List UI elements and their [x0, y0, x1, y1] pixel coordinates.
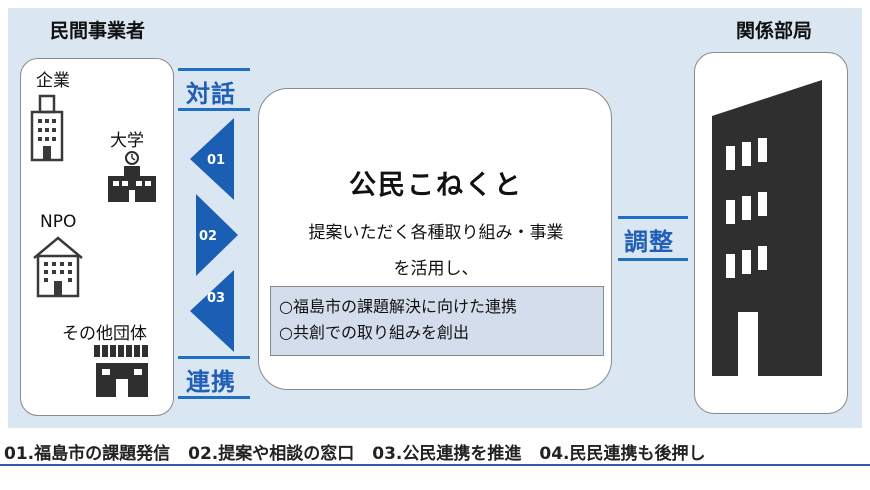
cooperation-word: 連携	[186, 368, 236, 396]
footer-item-3: 03.公民連携を推進	[372, 444, 522, 464]
step-02-label: 02	[199, 229, 217, 244]
house-building-icon	[33, 236, 83, 298]
bullet-1: ○福島市の課題解決に向けた連携	[279, 297, 517, 316]
center-line-1: 提案いただく各種取り組み・事業	[308, 223, 564, 243]
cooperation-under-rule	[178, 396, 250, 399]
footer-steps: 01.福島市の課題発信 02.提案や相談の窓口 03.公民連携を推進 04.民民連携も…	[4, 439, 724, 464]
footer-item-1: 01.福島市の課題発信	[4, 444, 171, 464]
dialogue-top-rule	[178, 68, 250, 71]
office-building-icon	[30, 94, 64, 162]
coordination-word: 調整	[624, 228, 674, 256]
center-line-2: を活用し、	[393, 259, 479, 279]
school-building-icon	[108, 151, 156, 202]
other-groups-label: その他団体	[62, 324, 147, 344]
step-03-arrow	[190, 270, 234, 352]
footer-item-4: 04.民民連携も後押し	[539, 444, 706, 464]
coordination-top-rule	[618, 216, 688, 219]
cooperation-top-rule	[178, 356, 250, 359]
dialogue-word: 対話	[186, 80, 236, 108]
coordination-under-rule	[618, 258, 688, 261]
related-departments-heading: 関係部局	[736, 20, 813, 42]
shop-building-icon	[94, 345, 148, 397]
step-01-arrow	[190, 118, 234, 200]
company-label: 企業	[36, 71, 70, 91]
tall-office-building-icon	[712, 80, 822, 376]
private-sector-heading: 民間事業者	[50, 20, 146, 42]
footer-item-2: 02.提案や相談の窓口	[188, 444, 355, 464]
step-02-arrow	[196, 194, 238, 276]
step-03-label: 03	[207, 291, 225, 306]
npo-label: NPO	[40, 212, 77, 232]
highlight-box: ○福島市の課題解決に向けた連携 ○共創での取り組みを創出	[270, 286, 604, 356]
university-label: 大学	[110, 131, 144, 151]
bullet-2: ○共創での取り組みを創出	[279, 323, 469, 342]
dialogue-arrows: 01 02 03	[190, 118, 238, 352]
center-title: 公民こねくと	[349, 170, 523, 201]
dialogue-under-rule	[178, 108, 250, 111]
step-01-label: 01	[207, 153, 225, 168]
footer-rule	[0, 464, 870, 466]
